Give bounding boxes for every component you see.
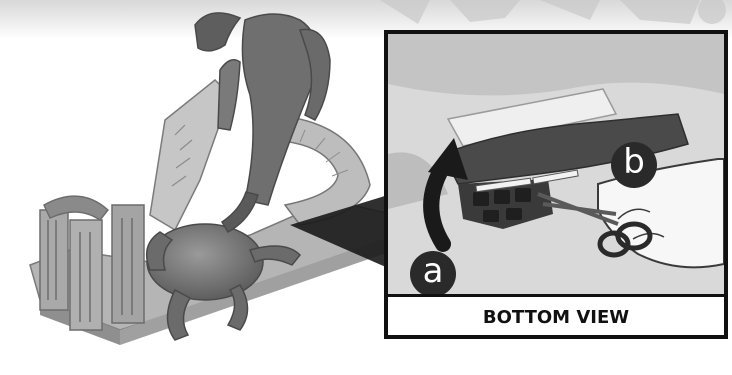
gate-structure (40, 196, 144, 330)
step-a-badge: a (410, 251, 456, 297)
bottom-view-caption: BOTTOM VIEW (388, 294, 724, 338)
bottom-view-inset: a b BOTTOM VIEW (384, 30, 728, 339)
step-b-badge: b (611, 142, 657, 188)
track-piece-left (150, 80, 230, 230)
